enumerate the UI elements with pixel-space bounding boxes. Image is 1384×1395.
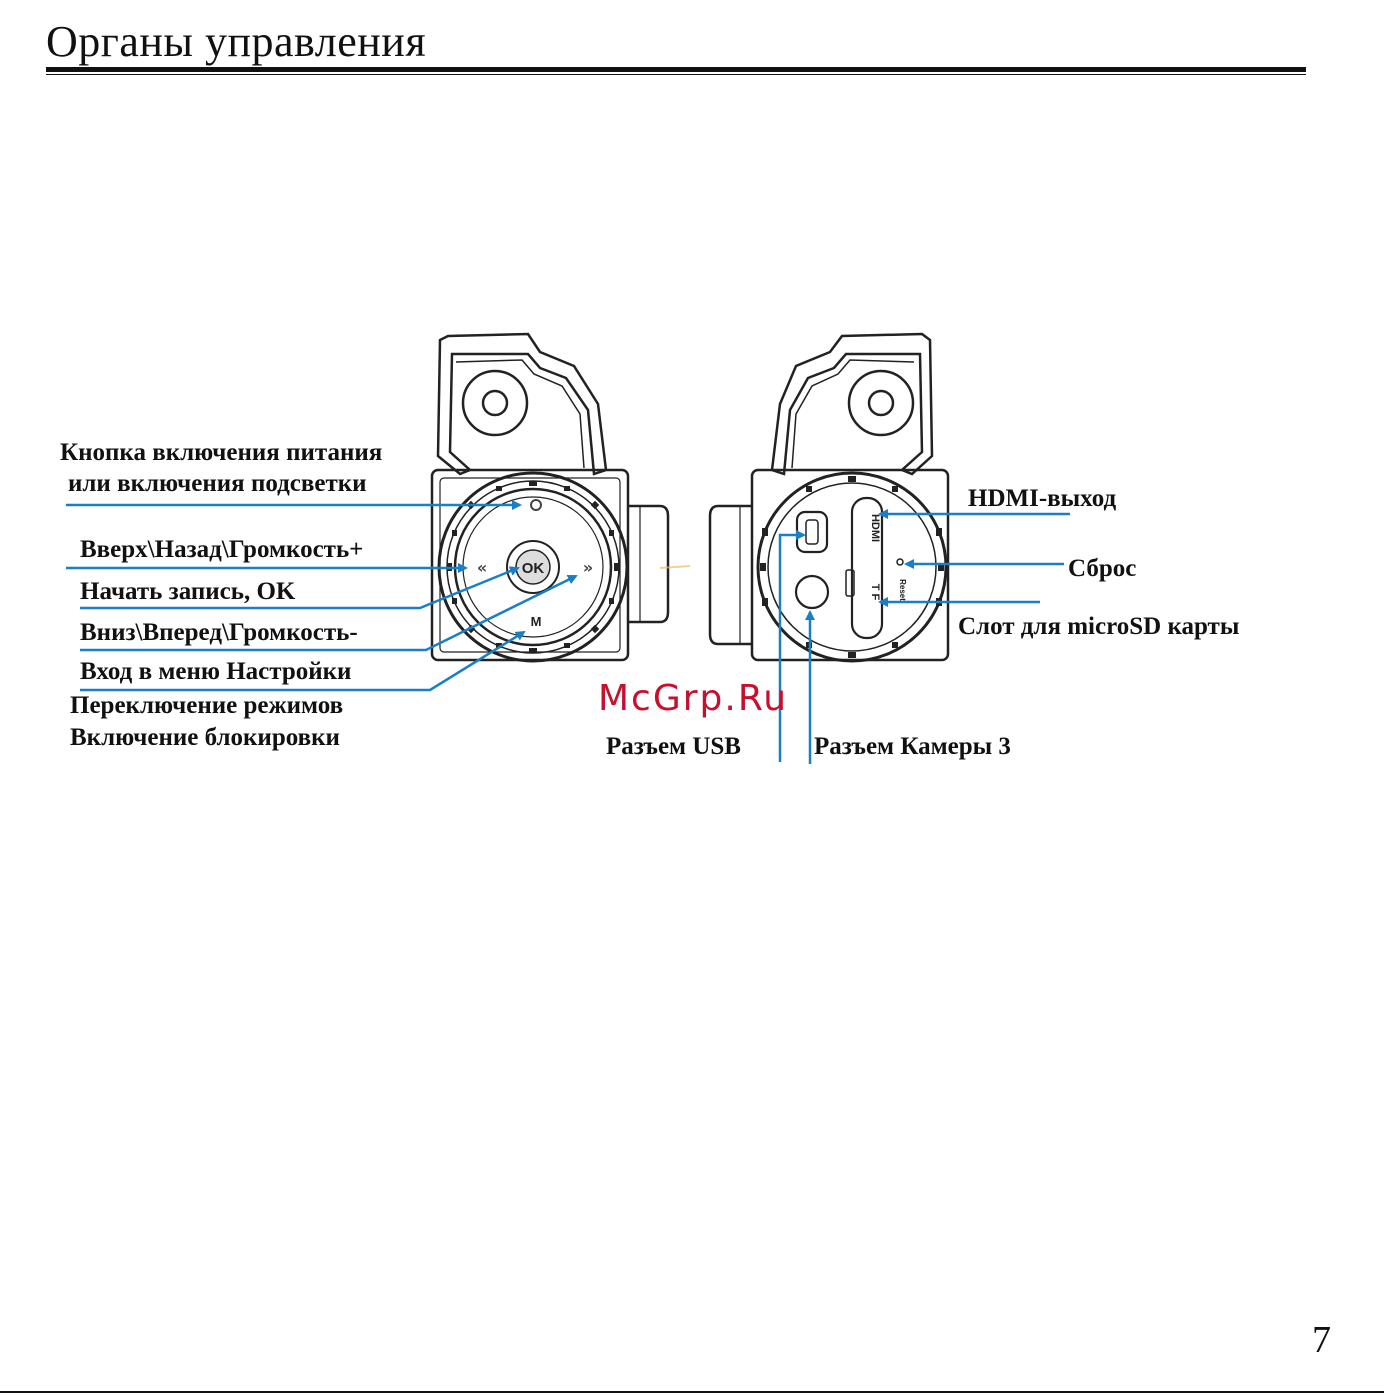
- left-mount-hole: [463, 371, 527, 435]
- bottom-rule: [0, 1391, 1384, 1393]
- label-down: Вниз\Вперед\Громкость-: [80, 620, 358, 645]
- ok-button-text: OK: [522, 560, 545, 577]
- label-up: Вверх\Назад\Громкость+: [80, 537, 363, 562]
- label-microsd: Слот для microSD карты: [958, 614, 1239, 639]
- watermark: McGrp.Ru: [598, 678, 788, 719]
- hdmi-marking: HDMI: [869, 514, 881, 542]
- left-arrow-icon: «: [477, 558, 487, 577]
- label-hdmi: HDMI-выход: [968, 486, 1116, 511]
- left-camera-front-view: [432, 334, 668, 661]
- label-power-line1: Кнопка включения питания: [60, 440, 382, 465]
- label-camera: Разъем Камеры 3: [814, 734, 1011, 759]
- power-button-icon: [531, 500, 541, 510]
- usb-port: [797, 512, 827, 552]
- left-lens-side: [628, 506, 668, 622]
- right-mount-bracket: [772, 334, 932, 474]
- label-ok: Начать запись, OK: [80, 579, 295, 604]
- label-menu-line3: Включение блокировки: [70, 725, 340, 750]
- right-arrow-icon: »: [583, 558, 593, 577]
- label-usb: Разъем USB: [606, 734, 741, 759]
- reset-hole: [897, 559, 903, 565]
- label-power-line2: или включения подсветки: [68, 471, 367, 496]
- label-menu-line1: Вход в меню Настройки: [80, 659, 351, 684]
- page-number: 7: [1312, 1318, 1331, 1362]
- leader-usb: [780, 535, 804, 762]
- camera-jack: [796, 576, 828, 608]
- label-reset: Сброс: [1068, 556, 1136, 581]
- label-menu-line2: Переключение режимов: [70, 693, 343, 718]
- tf-marking: T F: [869, 584, 881, 601]
- right-lens-side: [710, 506, 752, 644]
- right-mount-hole: [849, 371, 913, 435]
- right-camera-back-view: [710, 334, 948, 661]
- reset-marking: Reset: [898, 579, 907, 601]
- menu-button-text: M: [531, 614, 542, 629]
